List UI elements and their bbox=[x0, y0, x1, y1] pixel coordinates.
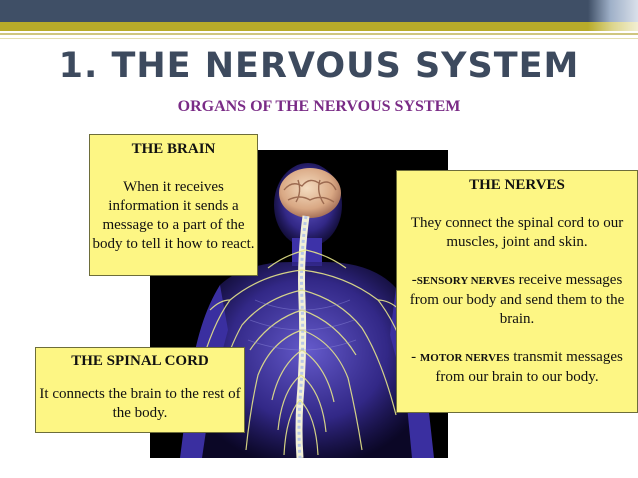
header-divider-thin bbox=[0, 38, 638, 39]
nerves-description: They connect the spinal cord to our musc… bbox=[410, 215, 624, 250]
sensory-nerves-label: SENSORY NERVES bbox=[416, 275, 515, 287]
brain-description: When it receives information it sends a … bbox=[92, 179, 255, 252]
slide-subtitle: ORGANS OF THE NERVOUS SYSTEM bbox=[177, 98, 461, 115]
motor-nerves-paragraph: - MOTOR NERVES transmit messages from ou… bbox=[401, 348, 633, 387]
nerves-heading: THE NERVES bbox=[469, 177, 565, 193]
header-bar bbox=[0, 0, 638, 22]
spinal-cord-description: It connects the brain to the rest of the… bbox=[39, 386, 241, 421]
sensory-prefix: - bbox=[411, 272, 417, 288]
motor-nerves-text: transmit messages from our brain to our … bbox=[435, 349, 623, 385]
spinal-cord-info-box: THE SPINAL CORD It connects the brain to… bbox=[35, 347, 245, 433]
spinal-cord-heading: THE SPINAL CORD bbox=[71, 353, 209, 369]
sensory-nerves-paragraph: -SENSORY NERVES receive messages from ou… bbox=[401, 271, 633, 329]
header-accent-bar bbox=[0, 22, 638, 31]
brain-heading: THE BRAIN bbox=[131, 141, 216, 157]
brain-info-box: THE BRAIN When it receives information i… bbox=[89, 134, 258, 276]
motor-prefix: - bbox=[411, 349, 420, 365]
nerves-info-box: THE NERVES They connect the spinal cord … bbox=[396, 170, 638, 413]
header-divider bbox=[0, 33, 638, 35]
sensory-nerves-text: receive messages from our body and send … bbox=[409, 272, 625, 327]
slide-title: 1. THE NERVOUS SYSTEM bbox=[58, 46, 580, 86]
motor-nerves-label: MOTOR NERVES bbox=[419, 352, 510, 364]
